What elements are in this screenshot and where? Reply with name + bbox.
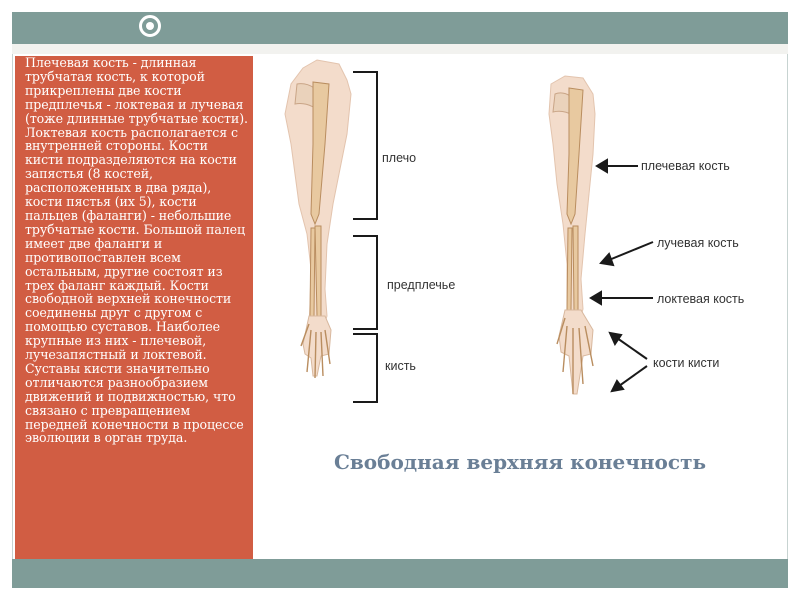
slide-title: Свободная верхняя конечность [333, 450, 707, 474]
top-divider [12, 44, 788, 54]
pointer-arrows [589, 158, 654, 393]
label-ulna: локтевая кость [657, 292, 744, 306]
top-band [12, 12, 788, 44]
label-hand: кисть [385, 359, 416, 373]
label-humerus: плечевая кость [641, 159, 730, 173]
logo-circle-icon [139, 15, 161, 37]
text-panel: Плечевая кость - длинная трубчатая кость… [15, 56, 253, 559]
bracket-forearm [353, 235, 378, 330]
arm-diagram: плечо предплечье кисть плечевая кость лу… [284, 59, 744, 403]
bottom-band [12, 559, 788, 588]
bracket-shoulder [353, 71, 378, 220]
right-arm-illustration [548, 75, 596, 395]
label-hand-bones: кости кисти [653, 356, 719, 370]
label-forearm: предплечье [387, 278, 455, 292]
left-arm-illustration [284, 59, 378, 403]
label-shoulder: плечо [382, 151, 416, 165]
body-text: Плечевая кость - длинная трубчатая кость… [25, 55, 248, 446]
label-radius: лучевая кость [657, 236, 739, 250]
bracket-hand [353, 333, 378, 403]
